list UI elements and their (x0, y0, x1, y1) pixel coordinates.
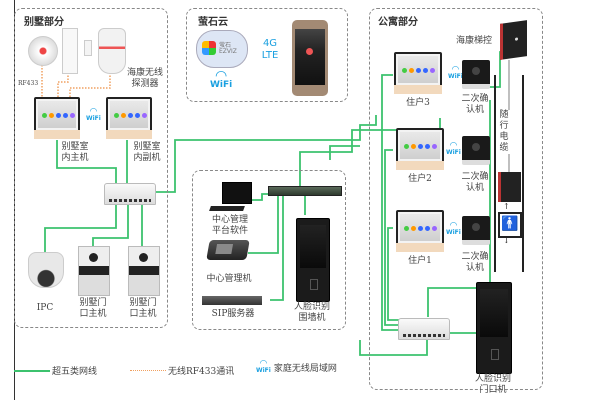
sip-server (202, 296, 262, 305)
traveling-cable-label: 随 行 电 缆 (498, 110, 510, 154)
door-contact-magnet (84, 40, 92, 56)
rf433-line-swatch (130, 370, 166, 371)
resident-2-confirm-device (462, 136, 490, 165)
resident-2-indoor-unit[interactable] (396, 128, 444, 170)
villa-indoor-sub-label: 别墅室 内副机 (133, 142, 161, 163)
villa-indoor-main-label: 别墅室 内主机 (61, 142, 89, 163)
face-fence-terminal (296, 218, 330, 302)
villa-door-station-2-label: 别墅门 口主机 (129, 298, 157, 319)
rf433-label: RF433 (18, 80, 39, 87)
legend-wifi-icon: ◠WiFi (256, 359, 271, 374)
villa-zone (14, 8, 168, 328)
cloud-zone (186, 8, 348, 102)
resident-1-label: 住户1 (408, 256, 432, 266)
resident-2-wifi-icon: ◠WiFi (446, 141, 461, 156)
cloud-wifi-icon: ◠WiFi (210, 68, 233, 90)
legend-wlan: ◠WiFi 家庭无线局域网 (256, 360, 337, 374)
lte-label: 4G LTE (261, 38, 279, 61)
siren-device (28, 36, 58, 66)
ezviz-brand-cn: 萤石 (219, 42, 232, 49)
resident-3-confirm-device (462, 60, 490, 89)
face-door-terminal (476, 282, 512, 374)
apartment-zone-title: 公寓部分 (378, 17, 418, 28)
elevator-up-arrow: ↑ (503, 202, 510, 211)
villa-indoor-sub-unit[interactable] (106, 97, 152, 139)
villa-wifi-icon: ◠WiFi (86, 107, 101, 122)
center-manager-device (206, 240, 250, 260)
pc-monitor (222, 182, 252, 204)
apartment-zone (369, 8, 543, 390)
cat5-line-swatch (14, 369, 50, 372)
ezviz-cloud-icon: 萤石 EZVIZ (196, 30, 248, 68)
resident-3-wifi-icon: ◠WiFi (448, 65, 463, 80)
legend-cat5: 超五类网线 (14, 364, 97, 377)
villa-door-station-2 (128, 246, 160, 296)
door-contact-sensor (62, 28, 78, 74)
resident-3-label: 住户3 (406, 98, 430, 108)
legend-rf433: 无线RF433通讯 (130, 364, 234, 377)
villa-zone-title: 别墅部分 (24, 17, 64, 28)
sip-server-label: SIP服务器 (211, 309, 255, 319)
cloud-zone-title: 萤石云 (198, 17, 228, 28)
face-door-label: 人脸识别 门口机 (474, 374, 511, 395)
resident-2-confirm-label: 二次确 认机 (461, 172, 489, 193)
resident-2-label: 住户2 (408, 174, 432, 184)
resident-1-confirm-device (462, 216, 490, 245)
apartment-poe-switch (398, 318, 450, 340)
core-network-switch (268, 186, 342, 196)
legend-rf433-label: 无线RF433通讯 (168, 367, 235, 377)
elevator-controller (500, 20, 527, 60)
pir-detector (98, 28, 126, 74)
resident-1-confirm-label: 二次确 认机 (461, 252, 489, 273)
villa-door-station-1 (78, 246, 110, 296)
legend-cat5-label: 超五类网线 (52, 367, 98, 377)
resident-3-indoor-unit[interactable] (394, 52, 442, 94)
ipc-label: IPC (36, 303, 54, 313)
center-manager-label: 中心管理机 (206, 274, 252, 284)
ipc-dome-camera (28, 252, 64, 288)
elevator-down-arrow: ↓ (503, 236, 510, 245)
face-fence-label: 人脸识别 围墙机 (293, 302, 330, 323)
elevator-car-icon: 🚹 (498, 212, 522, 238)
smartphone (292, 20, 328, 96)
center-zone (192, 170, 346, 330)
ezviz-brand-en: EZVIZ (219, 48, 237, 55)
legend-wlan-label: 家庭无线局域网 (273, 363, 337, 374)
villa-door-station-1-label: 别墅门 口主机 (79, 298, 107, 319)
resident-1-wifi-icon: ◠WiFi (446, 221, 461, 236)
villa-indoor-main-unit[interactable] (34, 97, 80, 139)
resident-1-indoor-unit[interactable] (396, 210, 444, 252)
resident-3-confirm-label: 二次确 认机 (461, 94, 489, 115)
elevator-car-controller (498, 172, 521, 202)
detector-label: 海康无线 探测器 (126, 68, 163, 89)
rf-line-detector (69, 72, 111, 97)
rf-line-contact (57, 72, 69, 97)
elevator-control-label: 海康梯控 (455, 36, 492, 46)
platform-software-label: 中心管理 平台软件 (211, 215, 248, 236)
villa-poe-switch (104, 183, 156, 205)
pc-keyboard (209, 206, 245, 211)
